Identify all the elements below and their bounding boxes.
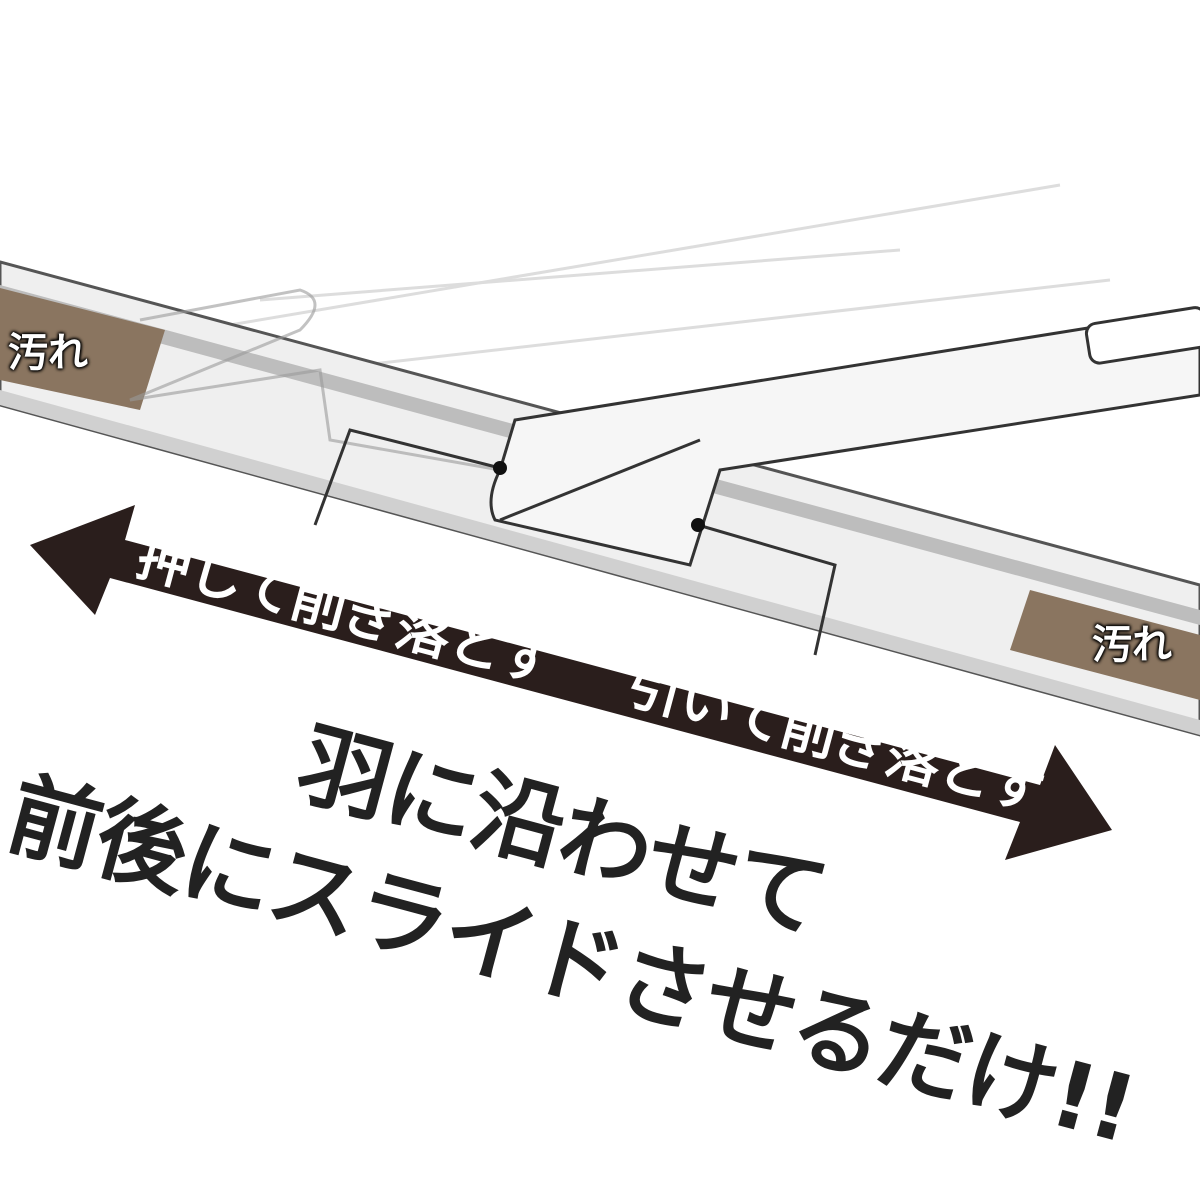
pointer-lines <box>313 428 837 656</box>
double-arrow <box>30 505 1112 860</box>
motion-lines <box>199 183 1111 372</box>
dirt-right <box>1010 590 1200 700</box>
pointer-dot-push <box>493 461 507 475</box>
scraper-tool <box>489 306 1200 567</box>
dirt-label-right: 汚れ <box>1092 622 1172 668</box>
dirt-left <box>0 288 165 410</box>
ghost-scraper <box>129 288 501 472</box>
pointer-dot-pull <box>691 518 705 532</box>
dirt-label-left: 汚れ <box>8 330 88 376</box>
